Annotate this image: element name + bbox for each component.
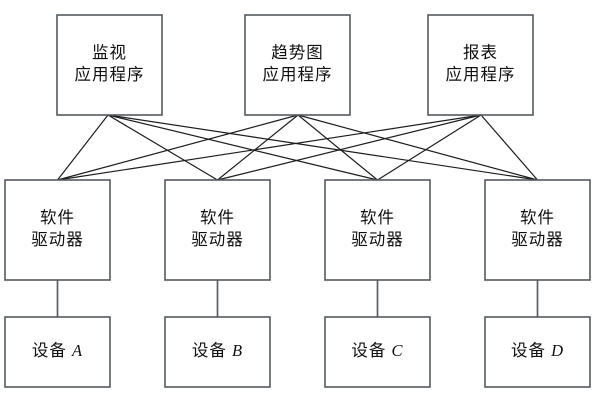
app-report-box[interactable]: [427, 14, 534, 116]
device-d-letter: D: [550, 341, 564, 360]
driver-d-box[interactable]: [484, 179, 591, 281]
link-app-report-to-driver-d: [480, 114, 538, 181]
app-trend-label-line2: 应用程序: [263, 65, 333, 84]
driver-a-label-line2: 驱动器: [31, 230, 84, 249]
link-app-trend-to-driver-d: [297, 114, 538, 181]
link-app-trend-to-driver-a: [57, 114, 299, 181]
app-monitor-box[interactable]: [56, 14, 163, 116]
app-report-label-line2: 应用程序: [446, 65, 516, 84]
driver-c-label-line1: 软件: [360, 208, 395, 227]
device-b-label: 设备 B: [192, 341, 243, 360]
device-a-box[interactable]: [4, 316, 111, 388]
device-a-label: 设备 A: [32, 341, 83, 360]
driver-d-label-line2: 驱动器: [511, 230, 564, 249]
link-app-report-to-driver-b: [217, 114, 482, 181]
link-app-monitor-to-driver-c: [107, 114, 378, 181]
app-trend-label-line1: 趋势图: [271, 43, 324, 62]
device-b-letter: B: [232, 341, 243, 360]
driver-a-box[interactable]: [4, 179, 111, 281]
link-app-trend-to-driver-c: [297, 114, 378, 181]
driver-to-device-links: [56, 280, 539, 317]
link-app-monitor-to-driver-b: [107, 114, 218, 181]
link-app-trend-to-driver-b: [217, 114, 299, 181]
link-app-report-to-driver-c: [377, 114, 482, 181]
device-b-box[interactable]: [164, 316, 271, 388]
driver-b-label-line2: 驱动器: [191, 230, 244, 249]
driver-a-label-line1: 软件: [40, 208, 75, 227]
device-c-box[interactable]: [324, 316, 431, 388]
app-monitor-label-line1: 监视: [92, 43, 127, 62]
driver-b-label-line1: 软件: [200, 208, 235, 227]
driver-d-label-line1: 软件: [520, 208, 555, 227]
driver-c-box[interactable]: [324, 179, 431, 281]
device-layer-nodes: 设备 A 设备 B 设备 C 设备 D: [4, 316, 591, 388]
link-app-monitor-to-driver-a: [57, 114, 109, 181]
link-app-report-to-driver-a: [57, 114, 482, 181]
link-app-monitor-to-driver-d: [107, 114, 538, 181]
device-c-label: 设备 C: [351, 341, 403, 360]
app-monitor-label-line2: 应用程序: [75, 65, 145, 84]
app-trend-box[interactable]: [244, 14, 351, 116]
app-to-driver-links: [57, 114, 538, 181]
driver-b-box[interactable]: [164, 179, 271, 281]
device-c-letter: C: [392, 341, 404, 360]
device-d-label: 设备 D: [511, 341, 564, 360]
device-d-box[interactable]: [484, 316, 591, 388]
device-a-letter: A: [71, 341, 83, 360]
app-report-label-line1: 报表: [463, 43, 498, 62]
driver-c-label-line2: 驱动器: [351, 230, 404, 249]
